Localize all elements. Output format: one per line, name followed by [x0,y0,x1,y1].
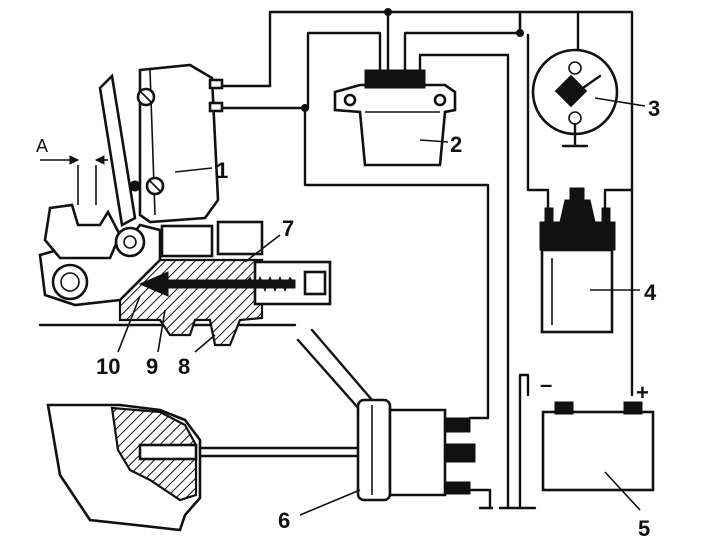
battery-5: – + [540,372,655,492]
dimension-a: A [36,136,108,205]
pressure-gauge-3 [531,48,619,148]
engine-block [46,403,202,532]
ignition-coil-4 [539,187,616,334]
dimension-a-label: A [36,136,48,156]
callout-3: 3 [648,96,660,121]
battery-plus-label: + [636,380,649,405]
callout-labels: 1 2 3 4 5 6 7 8 9 10 [96,96,660,541]
callout-7: 7 [282,216,294,241]
callout-4: 4 [644,280,657,305]
valve-assembly [38,203,332,347]
callout-9: 9 [146,354,158,379]
callout-5: 5 [638,516,650,541]
callout-2: 2 [450,132,462,157]
micro-switch-1 [98,63,224,228]
relay-2 [333,69,457,167]
battery-minus-label: – [540,372,552,397]
callout-10: 10 [96,354,120,379]
callout-6: 6 [278,508,290,533]
callout-8: 8 [178,354,190,379]
callout-1: 1 [216,158,228,183]
pressure-switch-6 [356,398,476,502]
leader-lines [117,97,646,516]
